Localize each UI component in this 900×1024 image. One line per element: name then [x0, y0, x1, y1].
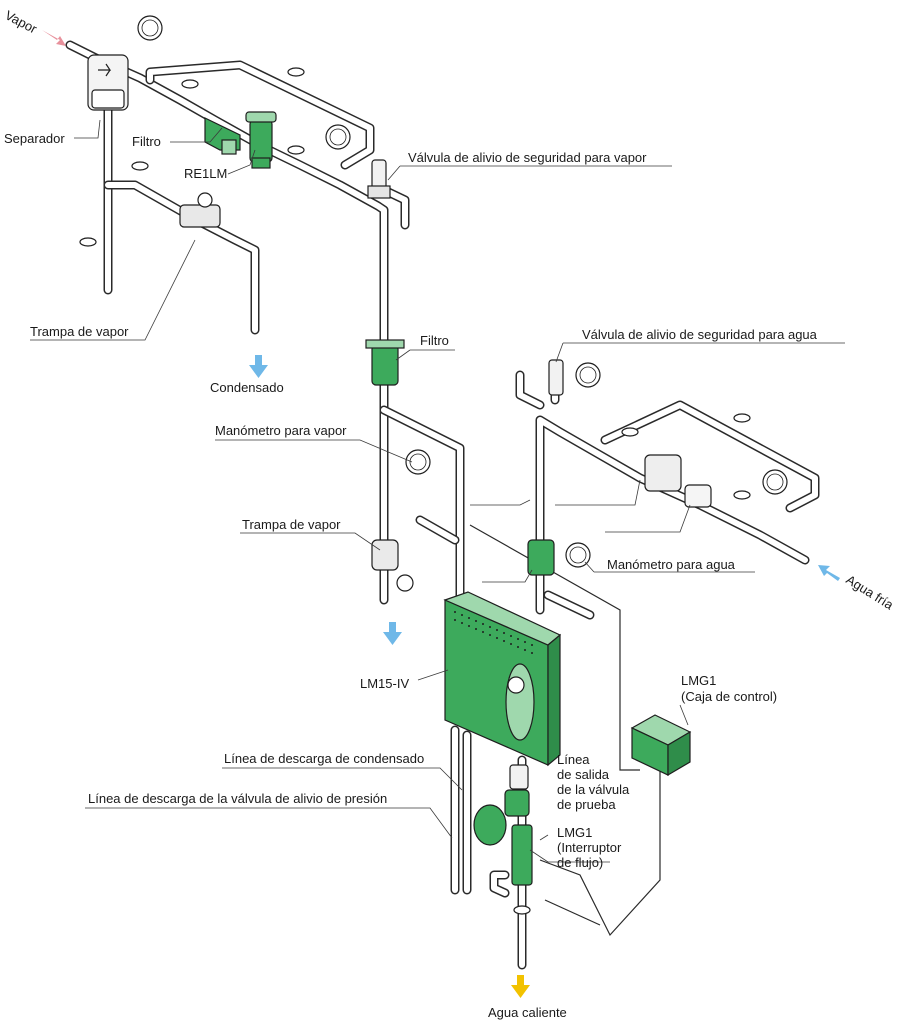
test-valve-icon [473, 764, 530, 846]
label-trampa-vapor-top: Trampa de vapor [30, 324, 129, 339]
lmg1-control-box [630, 714, 692, 777]
steam-relief-valve-icon [367, 159, 391, 199]
label-separador: Separador [4, 131, 65, 146]
label-lmg1-caja-2: (Caja de control) [681, 689, 777, 704]
steam-trap-mid-icon [371, 539, 414, 592]
water-valve-icon [644, 454, 712, 508]
label-filtro-top: Filtro [132, 134, 161, 149]
valve-handwheel-icon [79, 67, 751, 500]
label-linea-salida-1: Línea [557, 752, 590, 767]
condensate-arrow-mid [383, 622, 402, 645]
label-lmg1-caja-1: LMG1 [681, 673, 716, 688]
water-relief-valve-icon [548, 359, 564, 396]
label-valvula-alivio-agua: Válvula de alivio de seguridad para agua [582, 327, 818, 342]
hot-water-out-arrow [511, 975, 530, 998]
flow-switch-icon [511, 824, 533, 915]
label-filtro-mid: Filtro [420, 333, 449, 348]
label-lm15: LM15-IV [360, 676, 409, 691]
label-manometro-agua: Manómetro para agua [607, 557, 736, 572]
flow-arrows [42, 30, 840, 998]
label-lmg1-flujo-1: LMG1 [557, 825, 592, 840]
label-linea-salida-3: de la válvula [557, 782, 630, 797]
label-manometro-vapor: Manómetro para vapor [215, 423, 347, 438]
cold-water-in-arrow [818, 565, 840, 581]
steam-in-arrow [42, 30, 66, 46]
re1lm-valve-icon [245, 111, 277, 169]
labels: Vapor Separador Filtro RE1LM Válvula de … [3, 7, 897, 1020]
leader-lines [30, 119, 845, 863]
condensate-arrow-top [249, 355, 268, 378]
label-lmg1-flujo-3: de flujo) [557, 855, 603, 870]
steam-trap-top-icon [179, 192, 221, 228]
gauge-icon [137, 15, 788, 568]
label-lmg1-flujo-2: (Interruptor [557, 840, 622, 855]
label-vapor: Vapor [3, 7, 40, 36]
label-condensado: Condensado [210, 380, 284, 395]
strainer-mid-icon [365, 339, 405, 386]
label-valvula-alivio-vapor: Válvula de alivio de seguridad para vapo… [408, 150, 647, 165]
lm15-iv-unit [443, 591, 562, 767]
label-linea-descarga-alivio: Línea de descarga de la válvula de alivi… [88, 791, 387, 806]
label-trampa-vapor-mid: Trampa de vapor [242, 517, 341, 532]
strainer-top-icon [204, 117, 241, 155]
label-re1lm: RE1LM [184, 166, 227, 181]
water-strainer-icon [527, 539, 555, 576]
label-linea-salida-2: de salida [557, 767, 610, 782]
label-agua-caliente: Agua caliente [488, 1005, 567, 1020]
label-linea-descarga-condensado: Línea de descarga de condensado [224, 751, 424, 766]
steam-piping [65, 40, 465, 605]
label-linea-salida-4: de prueba [557, 797, 616, 812]
separator-icon [87, 54, 129, 111]
label-agua-fria: Agua fría [843, 572, 896, 613]
